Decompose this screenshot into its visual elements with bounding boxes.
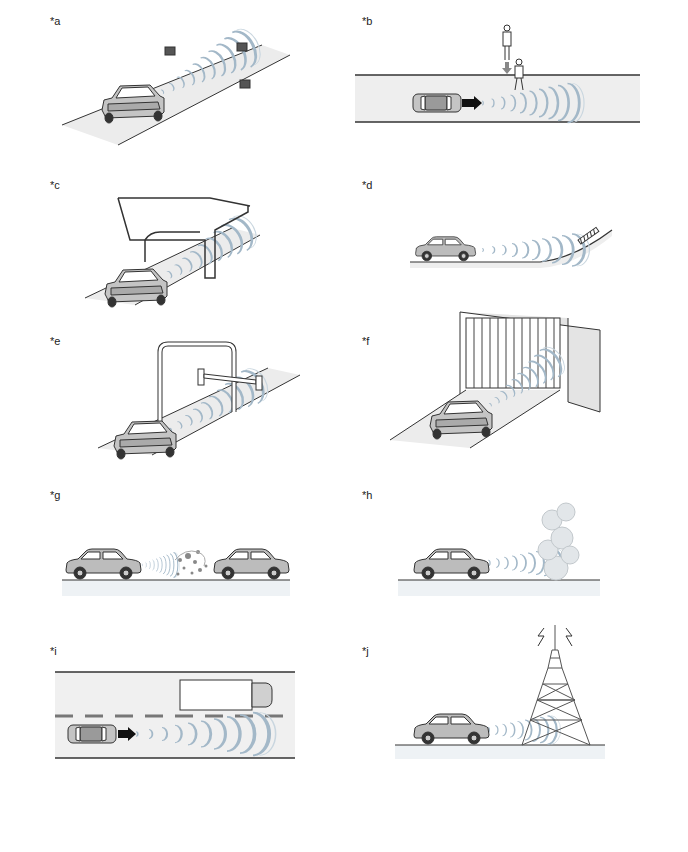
panel-letter: *g — [50, 490, 60, 501]
panel-letter: *b — [362, 16, 372, 27]
panel-letter: *d — [362, 180, 372, 191]
panel-letter: *f — [362, 336, 369, 347]
panel-letter: *j — [362, 646, 369, 657]
panel-letter: *c — [50, 180, 60, 191]
panel-letter: *a — [50, 16, 60, 27]
panel-letter: *e — [50, 336, 60, 347]
panel-letter: *h — [362, 490, 372, 501]
panel-letter: *i — [50, 646, 57, 657]
